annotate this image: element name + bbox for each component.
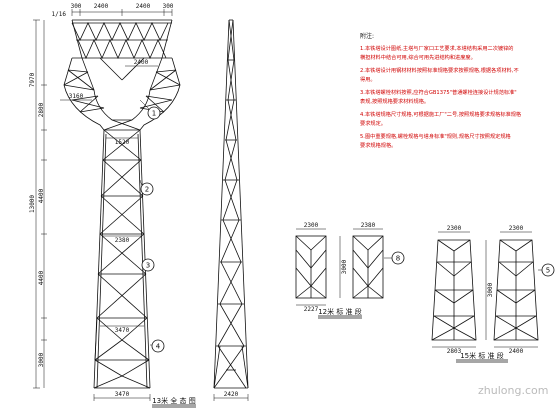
callout-circle [141, 258, 155, 272]
dim-h-low: 4400 [38, 270, 45, 285]
dim-h-upper: 2800 [38, 102, 45, 117]
dim-h-total: 7970 [29, 72, 36, 87]
callout-circle [140, 182, 154, 196]
dim-h-bot: 3000 [38, 352, 45, 367]
callout-label: 3 [146, 262, 150, 270]
dim-top-left: 300 [71, 3, 82, 10]
callout-circle [391, 251, 405, 265]
dim-top-mid: 2400 [94, 3, 109, 10]
note-line: 2.本铁塔设计用钢材材料按照标准规格要求按照规格,根据各项材料,不 [360, 66, 519, 74]
note-line: 要求规格规格。 [360, 141, 396, 149]
caption-front-view: 13米 全 态 图 [152, 396, 196, 405]
tower-head [63, 19, 181, 131]
dim-w3: 3470 [115, 327, 130, 334]
note-line: 表规,按照规格要求材料规格。 [360, 97, 429, 105]
dim-top-small: 1/16 [52, 11, 67, 18]
notes-title: 附注: [360, 32, 374, 40]
dim-w2: 2380 [115, 237, 130, 244]
dim-s12-height: 3000 [341, 259, 348, 274]
callout-label: 1 [152, 110, 156, 118]
dim-s15-base-left: 2803 [447, 348, 462, 355]
dim-top-right: 2400 [136, 3, 151, 10]
callout-label: 8 [396, 255, 400, 263]
callout-circle [541, 263, 555, 277]
dim-s12-top-left: 2300 [304, 222, 319, 229]
note-line: 横担材料中结合可用,综合可用先进结构和进度度。 [360, 53, 476, 61]
dim-s12-base: 2227 [304, 306, 319, 313]
watermark: zhulong.com [478, 384, 548, 397]
note-line: 得用。 [360, 75, 376, 83]
dim-side-base: 2420 [224, 391, 239, 398]
caption-section-15m: 15米 标 准 段 [460, 351, 504, 360]
dim-s15-height: 3000 [487, 282, 494, 297]
dim-w1: 1520 [115, 139, 130, 146]
dim-cross: 2400 [134, 59, 149, 66]
callout-circles: 1 2 3 4 5 8 [140, 106, 555, 353]
dim-s15-top-left: 2300 [447, 225, 462, 232]
callout-label: 5 [546, 267, 550, 275]
dim-s12-top-right: 2380 [361, 222, 376, 229]
callout-circle [151, 339, 165, 353]
callout-label: 4 [156, 343, 161, 351]
caption-section-12m: 12米 标 准 段 [318, 307, 362, 316]
section-12m [295, 228, 384, 306]
callout-label: 2 [145, 186, 149, 194]
section-15m [431, 231, 539, 348]
note-line: 要求规定。 [360, 119, 386, 127]
dim-top-end: 300 [163, 3, 174, 10]
dim-s15-top-right: 2300 [509, 225, 524, 232]
caption-underlines [152, 315, 508, 408]
note-line: 5.图中重要规格,螺栓规格与塔身标准"规则,规格尺寸按照规定规格 [360, 132, 512, 140]
tower-side-view [213, 19, 249, 389]
dimension-labels: 300 2400 2400 300 1/16 2400 3160 1520 23… [29, 3, 524, 398]
note-line: 4.本铁塔规格尺寸规格,可根据施工厂"二号,按照规格要求规格标准规格 [360, 110, 522, 118]
callout-circle [147, 106, 161, 120]
dim-s15-base-right: 2400 [509, 348, 524, 355]
dim-waist: 3160 [69, 93, 84, 100]
tower-body [93, 129, 151, 389]
note-line: 3.本铁塔螺栓材料按照,应符合GB1375"普通螺栓连接设计规范标准" [360, 88, 517, 96]
dim-base: 3470 [115, 391, 130, 398]
note-line: 1.本铁塔设计图纸,主塔与厂家口工艺要求,本塔结构采用二次镀锌的 [360, 44, 514, 52]
dim-h-all: 13000 [29, 195, 36, 213]
dimension-lines [33, 9, 249, 401]
dim-h-mid: 4400 [38, 188, 45, 203]
notes-block: 附注: 1.本铁塔设计图纸,主塔与厂家口工艺要求,本塔结构采用二次镀锌的 横担材… [360, 32, 522, 149]
